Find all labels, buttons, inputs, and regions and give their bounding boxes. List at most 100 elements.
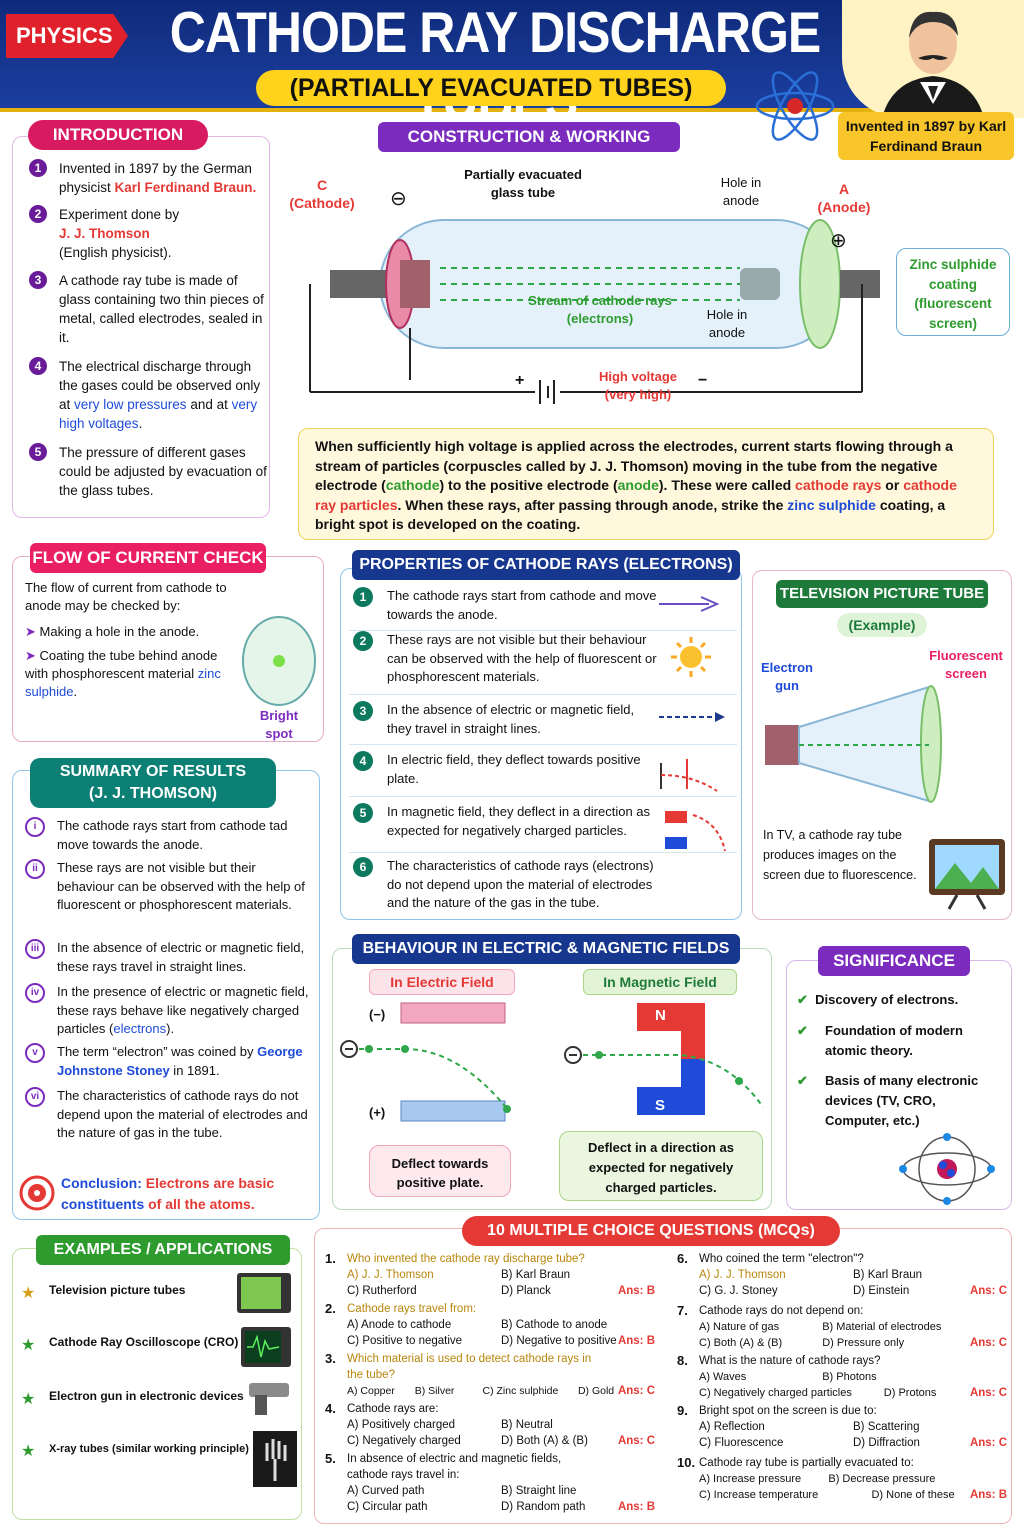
example-item: Electron gun in electronic devices — [49, 1389, 244, 1403]
star-icon: ★ — [21, 1285, 36, 1302]
dashed-arrow-icon — [659, 712, 725, 722]
mcq-question: 4.Cathode rays are:A) Positively charged… — [325, 1401, 655, 1447]
working-description: When sufficiently high voltage is applie… — [298, 428, 994, 540]
mcq-question: 7.Cathode rays do not depend on:A) Natur… — [677, 1303, 1007, 1349]
electron-gun-label: Electron gun — [760, 660, 813, 693]
flow-title: FLOW OF CURRENT CHECK — [30, 543, 266, 573]
electric-deflection-text: Deflect towards positive plate. — [369, 1145, 511, 1197]
properties-title: PROPERTIES OF CATHODE RAYS (ELECTRONS) — [352, 550, 740, 580]
tv-text: In TV, a cathode ray tube produces image… — [763, 828, 917, 882]
flow-bullet-2: ➤ Coating the tube behind anode with pho… — [25, 648, 221, 699]
atom-model-icon — [899, 1133, 995, 1205]
significance-title: SIGNIFICANCE — [818, 946, 970, 976]
person-portrait-icon — [882, 11, 984, 118]
flow-bullet-1: ➤ Making a hole in the anode. — [25, 624, 200, 639]
hole-label-bottom: Hole in anode — [706, 307, 748, 340]
magnetic-field-diagram — [564, 1003, 764, 1115]
mcq-question: 9.Bright spot on the screen is due to:A)… — [677, 1403, 1007, 1449]
significance-item: ✔ Discovery of electrons. — [797, 992, 959, 1007]
significance-item: ✔Foundation of modern atomic theory. — [797, 1023, 963, 1058]
example-badge: (Example) — [837, 613, 927, 637]
star-icon: ★ — [21, 1443, 36, 1460]
flow-intro: The flow of current from cathode to anod… — [25, 580, 227, 613]
north-pole-label: N — [655, 1007, 666, 1024]
anode-label: A(Anode) — [817, 181, 871, 215]
cathode-ray-tube-diagram — [309, 219, 880, 404]
mcq-panel: 1.Who invented the cathode ray discharge… — [314, 1228, 1012, 1524]
hole-label-top: Hole in anode — [720, 175, 762, 208]
mcq-question: 8.What is the nature of cathode rays?A) … — [677, 1353, 1007, 1399]
tv-tube-diagram — [765, 685, 942, 803]
xray-hand-icon — [253, 1431, 297, 1487]
star-icon: ★ — [21, 1337, 36, 1354]
stream-label: Stream of cathode rays (electrons) — [528, 293, 672, 326]
significance-item: ✔Basis of many electronic devices (TV, C… — [797, 1073, 979, 1128]
construction-title: CONSTRUCTION & WORKING — [378, 122, 680, 152]
negative-plate-label: (−) — [369, 1007, 386, 1022]
summary-title: SUMMARY OF RESULTS(J. J. THOMSON) — [30, 758, 276, 808]
magnetic-deflection-text: Deflect in a direction as expected for n… — [559, 1131, 763, 1201]
electron-gun-icon — [249, 1383, 289, 1415]
cathode-label: C(Cathode) — [289, 177, 355, 211]
glass-tube-label: Partially evacuated glass tube — [464, 167, 582, 200]
magnetic-field-tab: In Magnetic Field — [583, 969, 737, 995]
examples-title: EXAMPLES / APPLICATIONS — [36, 1235, 290, 1265]
page-subtitle: (PARTIALLY EVACUATED TUBES) — [256, 70, 726, 106]
example-item: Cathode Ray Oscilloscope (CRO) — [49, 1335, 239, 1349]
tv-title: TELEVISION PICTURE TUBE — [776, 580, 988, 608]
atom-icon — [755, 71, 835, 141]
battery-minus: − — [698, 372, 708, 389]
electric-field-tab: In Electric Field — [369, 969, 515, 995]
star-icon: ★ — [21, 1391, 36, 1408]
positive-plate-label: (+) — [369, 1105, 386, 1120]
television-icon — [929, 839, 1005, 910]
magnet-deflection-icon — [665, 811, 726, 852]
electric-deflection-icon — [660, 759, 718, 792]
positive-terminal-icon: ⊕ — [830, 230, 847, 252]
behaviour-panel: In Electric Field In Magnetic Field (−) … — [332, 948, 772, 1210]
negative-terminal-icon: ⊖ — [390, 188, 407, 210]
zinc-sulphide-label: Zinc sulphide coating (fluorescent scree… — [896, 248, 1010, 336]
example-item: Television picture tubes — [49, 1283, 186, 1297]
introduction-title: INTRODUCTION — [28, 120, 208, 150]
mcq-question: 2.Cathode rays travel from:A) Anode to c… — [325, 1301, 655, 1347]
south-pole-label: S — [655, 1097, 666, 1114]
arrow-right-icon — [659, 596, 720, 612]
inventor-badge: Invented in 1897 by Karl Ferdinand Braun — [838, 112, 1014, 160]
television-icon — [237, 1273, 291, 1313]
oscilloscope-icon — [241, 1327, 291, 1367]
battery-plus: + — [515, 372, 525, 389]
mcq-question: 5.In absence of electric and magnetic fi… — [325, 1451, 655, 1513]
examples-panel: ★ Television picture tubes ★ Cathode Ray… — [12, 1248, 302, 1520]
mcq-question: 10.Cathode ray tube is partially evacuat… — [677, 1455, 1007, 1501]
mcq-question: 1.Who invented the cathode ray discharge… — [325, 1251, 655, 1297]
target-icon — [19, 1175, 55, 1211]
mcq-title: 10 MULTIPLE CHOICE QUESTIONS (MCQs) — [462, 1216, 840, 1246]
behaviour-title: BEHAVIOUR IN ELECTRIC & MAGNETIC FIELDS — [352, 934, 740, 964]
bright-spot-label: Bright spot — [259, 708, 299, 741]
high-voltage-label: High voltage(very high) — [598, 369, 677, 402]
example-item: X-ray tubes (similar working principle) — [49, 1443, 249, 1455]
significance-panel: ✔ Discovery of electrons. ✔Foundation of… — [786, 960, 1012, 1210]
tv-panel: (Example) Electron gun Fluorescent scree… — [752, 570, 1012, 920]
bright-spot-icon — [242, 616, 316, 706]
portrait-karl-braun — [842, 0, 1024, 118]
